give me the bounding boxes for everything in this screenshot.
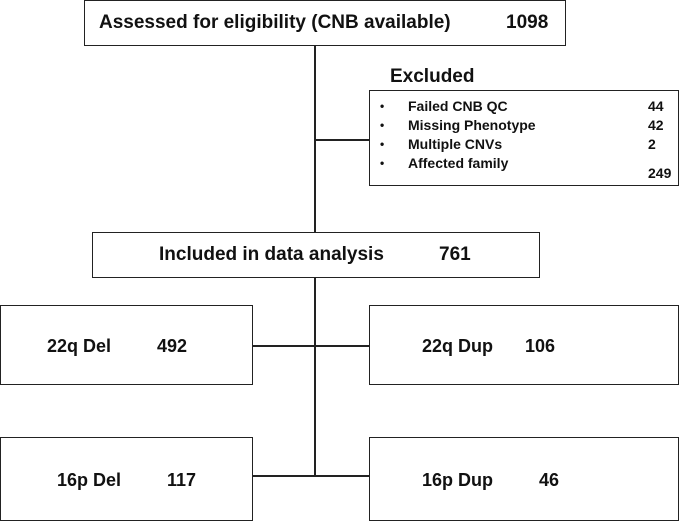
excluded-item-label: Affected family [408, 155, 509, 171]
bullet-icon: • [380, 156, 385, 170]
del16p-box: 16p Del 117 [0, 437, 253, 521]
connector-22q-right [315, 345, 370, 347]
excluded-item-count: 249 [648, 165, 672, 181]
excluded-item-count: 44 [648, 98, 664, 114]
del22q-box: 22q Del 492 [0, 305, 253, 385]
del22q-count: 492 [157, 336, 188, 356]
connector-excluded [315, 139, 369, 141]
bullet-icon: • [380, 137, 385, 151]
dup22q-label: 22q Dup [422, 336, 494, 356]
assessed-count: 1098 [506, 12, 549, 33]
bullet-icon: • [380, 118, 385, 132]
dup22q-box: 22q Dup 106 [369, 305, 679, 385]
dup16p-count: 46 [539, 470, 560, 490]
included-label: Included in data analysis [159, 244, 384, 265]
excluded-item-label: Multiple CNVs [408, 136, 503, 152]
del16p-count: 117 [167, 470, 197, 490]
bullet-icon: • [380, 99, 385, 113]
excluded-item-count: 42 [648, 117, 664, 133]
excluded-item-count: 2 [648, 136, 656, 152]
assessed-label: Assessed for eligibility (CNB available) [99, 12, 451, 33]
dup22q-count: 106 [525, 336, 556, 356]
dup16p-label: 16p Dup [422, 470, 494, 490]
excluded-item-label: Failed CNB QC [408, 98, 508, 114]
assessed-box: Assessed for eligibility (CNB available)… [84, 0, 566, 46]
connector-16p-right [315, 475, 370, 477]
del22q-label: 22q Del [47, 336, 112, 356]
included-box: Included in data analysis 761 [92, 232, 540, 278]
excluded-box: • Failed CNB QC 44 • Missing Phenotype 4… [369, 90, 679, 186]
del16p-label: 16p Del [57, 470, 122, 490]
connector-22q-left [253, 345, 315, 347]
excluded-title: Excluded [390, 66, 475, 87]
connector-main-bottom [314, 278, 316, 476]
dup16p-box: 16p Dup 46 [369, 437, 679, 521]
connector-16p-left [253, 475, 315, 477]
included-count: 761 [439, 244, 471, 265]
excluded-item-label: Missing Phenotype [408, 117, 536, 133]
